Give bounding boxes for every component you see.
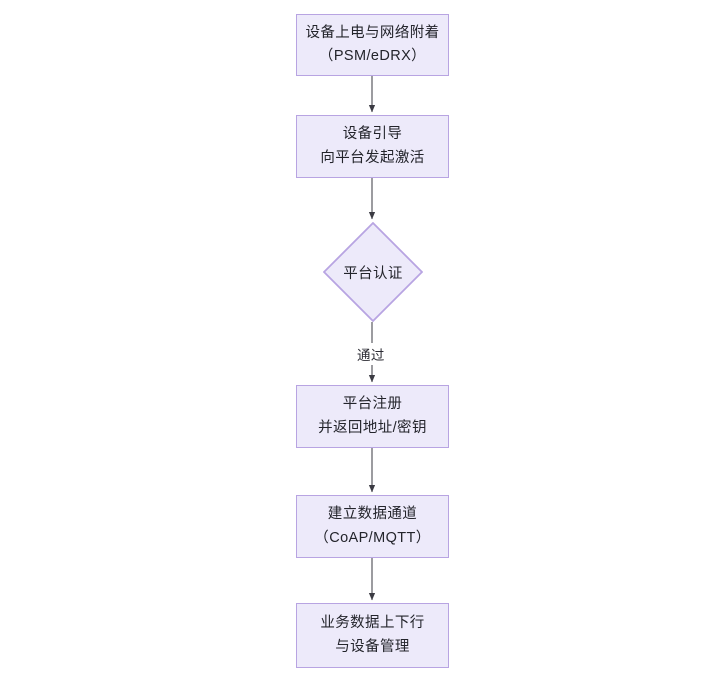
node-label-line-2: （CoAP/MQTT）: [314, 529, 431, 546]
node-label-line-1: 平台认证: [343, 265, 403, 282]
node-label-line-1: 业务数据上下行: [320, 615, 425, 632]
node-platform-register[interactable]: 平台注册 并返回地址/密钥: [296, 385, 449, 448]
node-label-line-1: 设备上电与网络附着: [305, 24, 440, 41]
edge-label-pass: 通过: [354, 343, 388, 365]
node-label-line-1: 设备引导: [342, 126, 403, 143]
node-label-line-2: 并返回地址/密钥: [318, 419, 427, 436]
node-label-line-1: 平台注册: [342, 396, 403, 413]
node-label-line-2: （PSM/eDRX）: [318, 48, 427, 64]
node-label-line-2: 与设备管理: [335, 638, 410, 655]
node-business-data-and-device-mgmt[interactable]: 业务数据上下行 与设备管理: [296, 603, 449, 668]
node-establish-data-channel[interactable]: 建立数据通道 （CoAP/MQTT）: [296, 495, 449, 558]
node-device-power-on[interactable]: 设备上电与网络附着 （PSM/eDRX）: [296, 14, 449, 76]
node-label-line-2: 向平台发起激活: [320, 149, 425, 166]
diamond-shape-icon: [323, 222, 423, 322]
node-label-line-1: 建立数据通道: [327, 506, 418, 523]
node-platform-auth-decision[interactable]: 平台认证: [323, 222, 423, 322]
node-device-bootstrap[interactable]: 设备引导 向平台发起激活: [296, 115, 449, 178]
